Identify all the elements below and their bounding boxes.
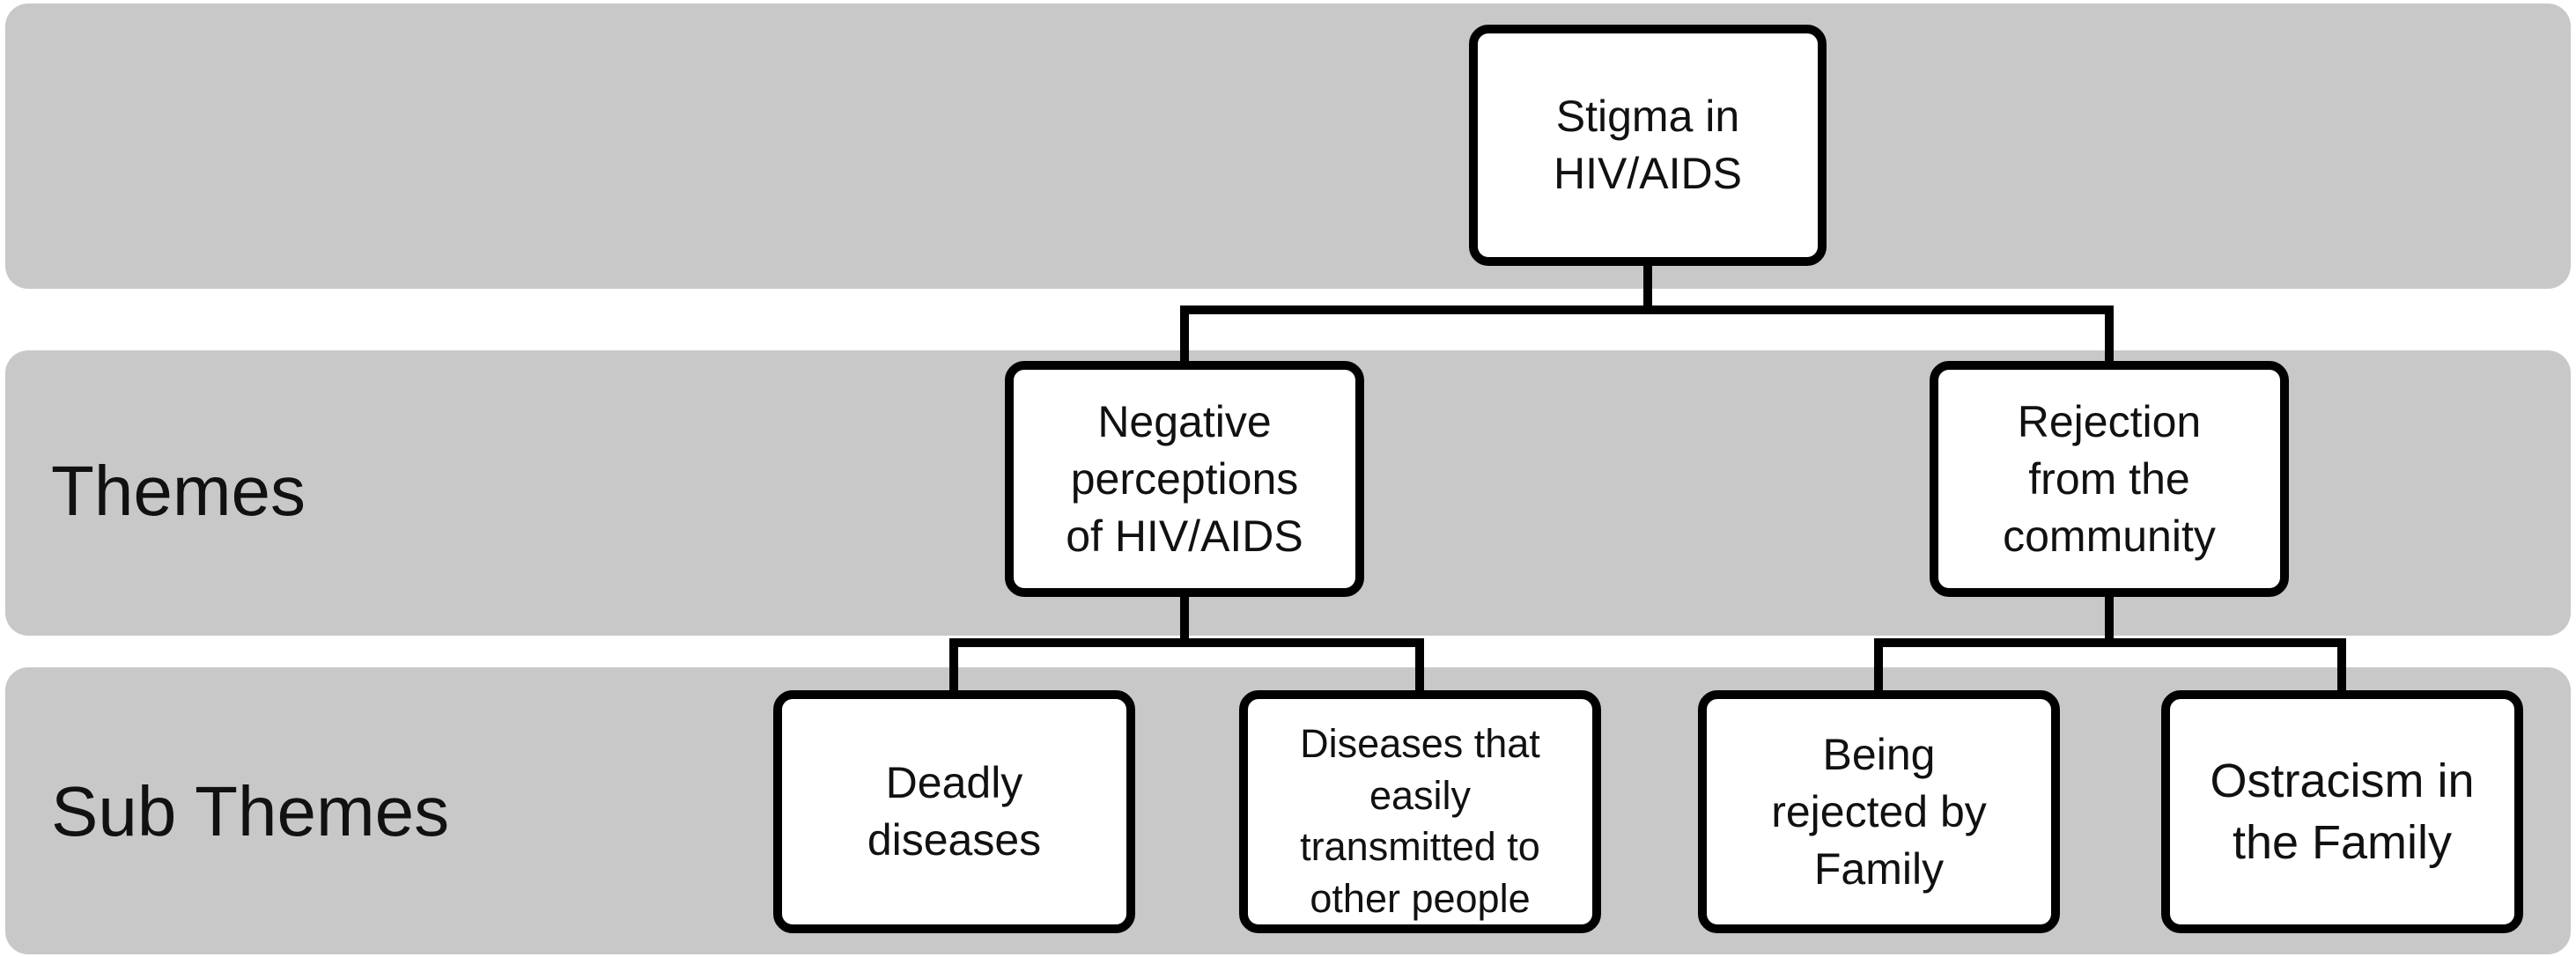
subtheme-node-rejected-by-family: Being rejected by Family xyxy=(1698,690,2060,933)
subtheme-node-ostracism: Ostracism in the Family xyxy=(2161,690,2523,933)
subtheme-node-label: Diseases that easily transmitted to othe… xyxy=(1300,721,1540,921)
subtheme-node-label: Being rejected by Family xyxy=(1771,729,1987,894)
root-band xyxy=(5,4,2571,289)
themes-row-label: Themes xyxy=(51,452,306,530)
connector-root-to-themes xyxy=(1180,261,2114,365)
theme-node-label: Rejection from the community xyxy=(2003,396,2216,561)
subtheme-node-deadly-diseases: Deadly diseases xyxy=(773,690,1135,933)
theme-node-negative-perceptions: Negative perceptions of HIV/AIDS xyxy=(1005,361,1364,597)
subtheme-node-easily-transmitted: Diseases that easily transmitted to othe… xyxy=(1239,690,1601,933)
subtheme-node-label: Ostracism in the Family xyxy=(2210,754,2475,869)
connector-negative-to-subthemes xyxy=(949,593,1424,695)
sub-themes-row-label: Sub Themes xyxy=(51,772,450,850)
subtheme-node-label: Deadly diseases xyxy=(867,758,1042,865)
connector-rejection-to-subthemes xyxy=(1874,593,2346,695)
theme-node-rejection: Rejection from the community xyxy=(1930,361,2289,597)
root-node-stigma: Stigma in HIV/AIDS xyxy=(1469,25,1827,266)
theme-node-label: Negative perceptions of HIV/AIDS xyxy=(1066,396,1303,561)
root-node-label: Stigma in HIV/AIDS xyxy=(1554,92,1742,198)
